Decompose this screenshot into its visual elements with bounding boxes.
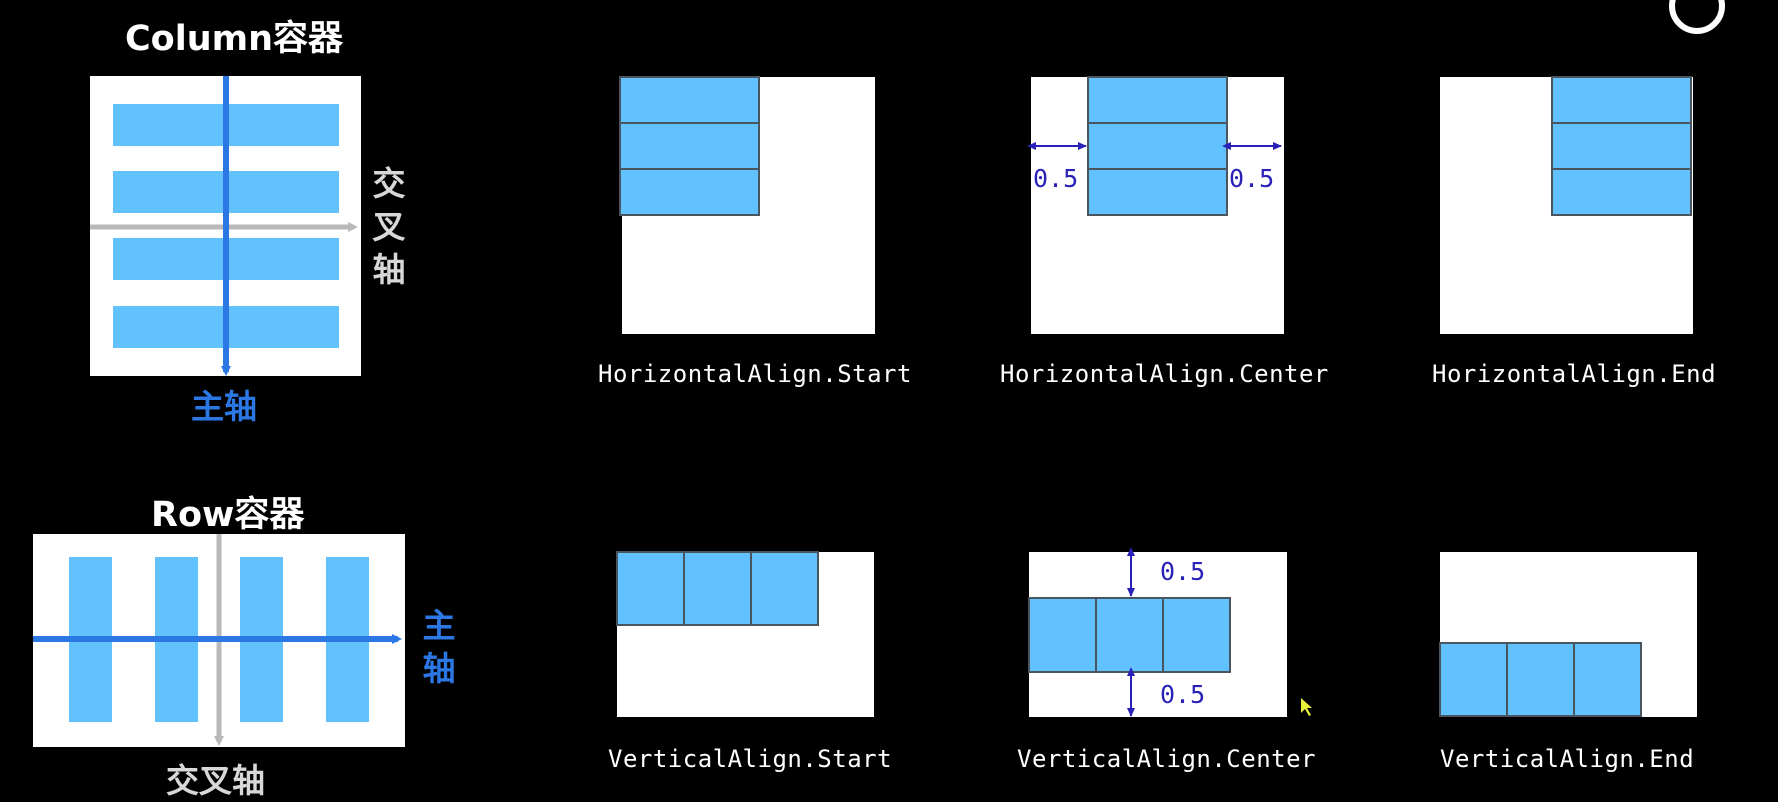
row-cross-axis-label: 交叉轴 xyxy=(166,761,265,800)
caption-horizontal-center: HorizontalAlign.Center xyxy=(1000,360,1329,388)
caption-vertical-start: VerticalAlign.Start xyxy=(608,745,893,773)
child-item xyxy=(1551,122,1692,170)
column-container-diagram xyxy=(90,76,361,376)
caption-vertical-end: VerticalAlign.End xyxy=(1440,745,1695,773)
child-item xyxy=(1506,642,1575,717)
cross-axis-char: 轴 xyxy=(372,250,406,289)
child-item xyxy=(616,551,685,626)
vertical-align-end-example xyxy=(1439,552,1697,717)
child-item xyxy=(1095,597,1164,673)
caption-horizontal-start: HorizontalAlign.Start xyxy=(598,360,912,388)
right-gap-label: 0.5 xyxy=(1229,164,1275,193)
bottom-gap-label: 0.5 xyxy=(1160,680,1206,709)
child-item xyxy=(1439,642,1508,717)
cross-axis-char: 叉 xyxy=(372,207,406,246)
child-item xyxy=(1573,642,1642,717)
mouse-cursor-icon xyxy=(1301,698,1312,716)
caption-horizontal-end: HorizontalAlign.End xyxy=(1432,360,1717,388)
logo-icon xyxy=(1669,0,1725,34)
row-container-title: Row容器 xyxy=(151,495,305,535)
main-axis-char: 主 xyxy=(422,606,456,645)
caption-vertical-center: VerticalAlign.Center xyxy=(1017,745,1316,773)
child-item xyxy=(1551,168,1692,216)
child-item xyxy=(1087,168,1228,216)
child-item xyxy=(683,551,752,626)
horizontal-align-start-example xyxy=(619,76,875,334)
row-container-diagram xyxy=(33,534,405,747)
child-item xyxy=(619,122,760,170)
horizontal-align-center-example xyxy=(1027,76,1284,334)
child-item xyxy=(750,551,819,626)
column-main-axis-label: 主轴 xyxy=(191,387,257,426)
child-item xyxy=(619,168,760,216)
vertical-align-center-example xyxy=(1028,547,1287,717)
main-axis-char: 轴 xyxy=(422,649,456,688)
child-item xyxy=(1087,122,1228,170)
vertical-align-start-example xyxy=(616,551,874,717)
top-gap-label: 0.5 xyxy=(1160,557,1206,586)
child-item xyxy=(1551,76,1692,124)
column-container-title: Column容器 xyxy=(125,19,344,59)
horizontal-align-end-example xyxy=(1440,76,1693,334)
row-main-axis-label: 主 轴 xyxy=(421,604,457,690)
child-item xyxy=(1087,76,1228,124)
child-item xyxy=(1028,597,1097,673)
column-cross-axis-label: 交 叉 轴 xyxy=(371,162,407,291)
left-gap-label: 0.5 xyxy=(1033,164,1079,193)
cross-axis-char: 交 xyxy=(372,164,406,203)
child-item xyxy=(1162,597,1231,673)
child-item xyxy=(619,76,760,124)
